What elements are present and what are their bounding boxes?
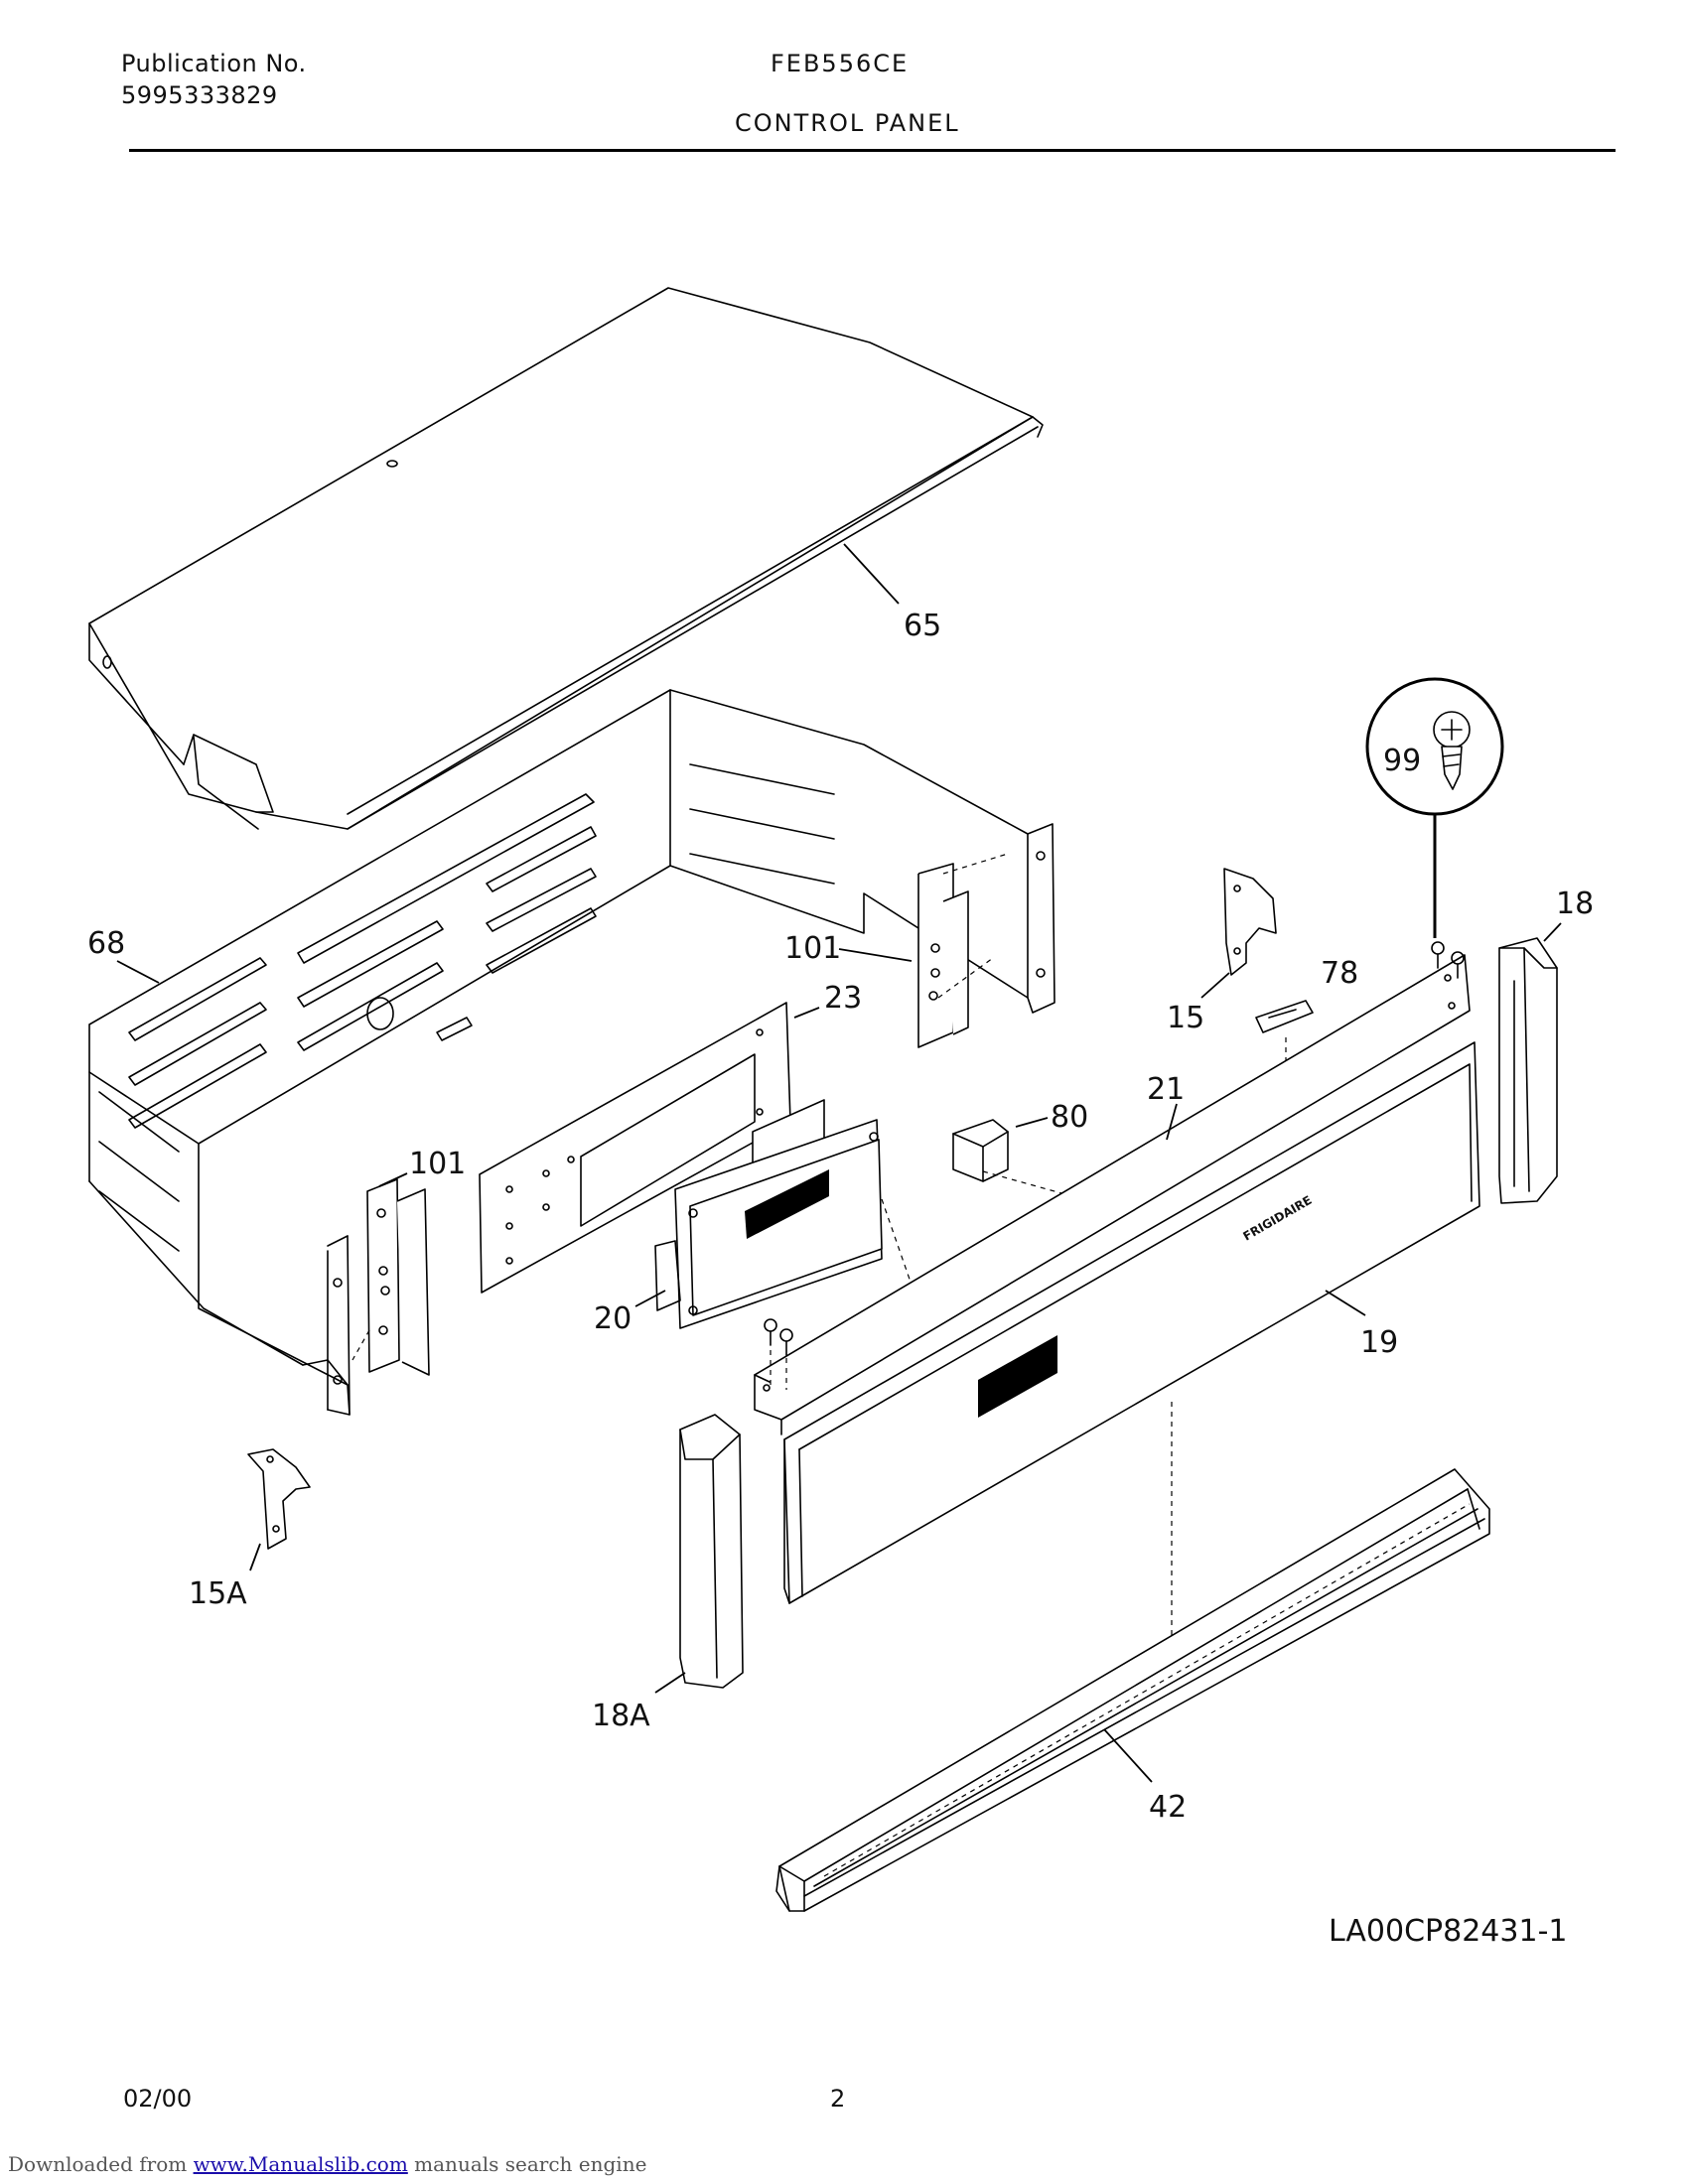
label-78: 78 [1321, 956, 1358, 991]
label-18: 18 [1556, 887, 1594, 921]
header-rule [129, 149, 1616, 152]
label-99: 99 [1383, 744, 1421, 778]
revision-date: 02/00 [123, 2085, 193, 2113]
publication-number: 5995333829 [121, 81, 278, 109]
label-18A: 18A [592, 1699, 650, 1733]
label-68: 68 [87, 926, 125, 961]
label-21: 21 [1147, 1072, 1185, 1107]
part-21-control-panel [754, 954, 1471, 1435]
label-23: 23 [824, 981, 862, 1016]
section-title: CONTROL PANEL [735, 109, 960, 137]
label-101-lower: 101 [409, 1147, 466, 1181]
page-number: 2 [830, 2085, 846, 2113]
part-80-relay [952, 1117, 1073, 1197]
part-20-electronic-control [634, 1099, 914, 1329]
part-18-end-cap [1498, 922, 1562, 1204]
label-80: 80 [1051, 1100, 1088, 1135]
label-15: 15 [1167, 1001, 1204, 1035]
manualslib-link[interactable]: www.Manualslib.com [193, 2152, 408, 2176]
part-42-trim [775, 1468, 1490, 1912]
download-prefix: Downloaded from [8, 2152, 194, 2176]
part-18A-end-cap [654, 1414, 744, 1694]
part-99-screw-detail [1365, 677, 1504, 938]
part-15A-bracket [247, 1448, 311, 1571]
part-65-top-cover [88, 287, 1044, 830]
model-number: FEB556CE [771, 50, 910, 77]
label-19: 19 [1360, 1325, 1398, 1360]
part-68-housing [88, 689, 1055, 1416]
drawing-id: LA00CP82431-1 [1329, 1914, 1567, 1949]
download-notice: Downloaded from www.Manualslib.com manua… [8, 2152, 646, 2176]
download-suffix: manuals search engine [407, 2152, 647, 2176]
label-42: 42 [1149, 1790, 1187, 1825]
publication-label: Publication No. [121, 50, 307, 77]
label-65: 65 [904, 609, 941, 643]
label-20: 20 [594, 1301, 632, 1336]
part-101-bracket-lower [352, 1172, 430, 1376]
part-15-bracket [1200, 868, 1277, 999]
part-101-bracket-upper [838, 853, 1009, 1048]
part-19-panel-glass: FRIGIDAIRE [783, 1041, 1480, 1636]
label-101-upper: 101 [784, 931, 841, 966]
screws [764, 941, 1465, 1390]
label-15A: 15A [189, 1576, 247, 1611]
